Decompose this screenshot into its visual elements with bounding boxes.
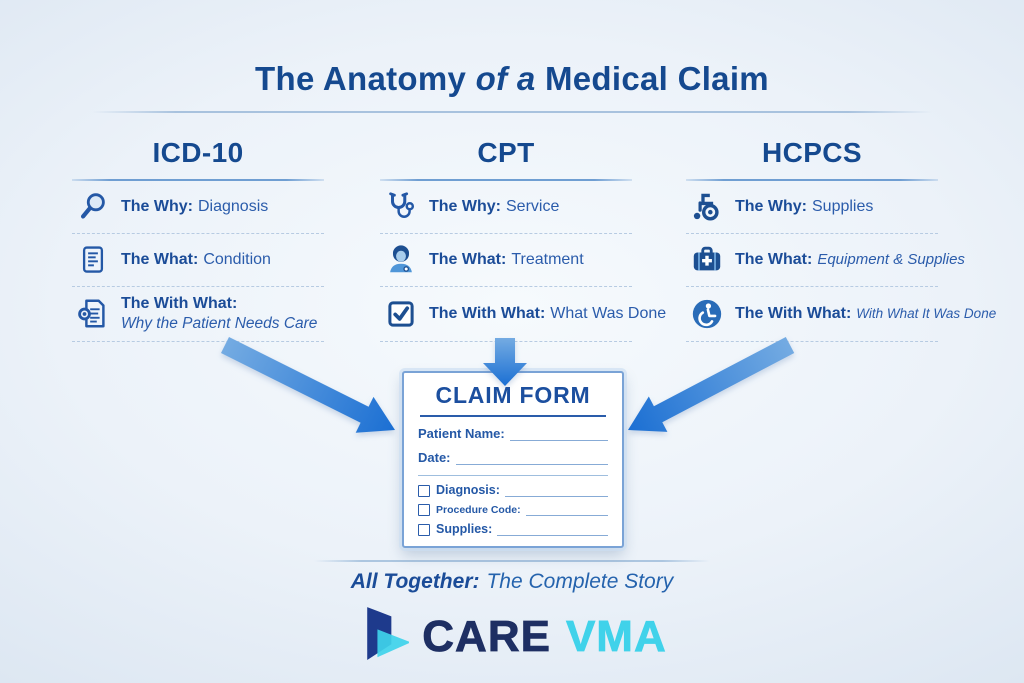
title-part3: Medical Claim — [544, 60, 769, 97]
cpt-row-why: The Why:Service — [380, 181, 632, 234]
row-text: The What:Equipment & Supplies — [735, 251, 965, 268]
column-cpt-header: CPT — [477, 137, 535, 168]
cpt-row-what: The What:Treatment — [380, 234, 632, 287]
magnifier-icon — [74, 190, 112, 224]
procedure-code-checkbox[interactable] — [418, 504, 430, 516]
hcpcs-row-why: The Why:Supplies — [686, 181, 938, 234]
claim-form-field-patient-name: Patient Name: — [418, 426, 608, 441]
title-divider — [92, 111, 932, 113]
footer-tagline: All Together: The Complete Story — [0, 570, 1024, 594]
hcpcs-row-what: The What:Equipment & Supplies — [686, 234, 965, 287]
title-part2: of a — [475, 60, 536, 97]
claim-form-field-date: Date: — [418, 450, 608, 465]
claim-form-checkbox-procedure-code: Procedure Code: — [418, 503, 608, 516]
supplies-input-line[interactable] — [497, 523, 608, 536]
column-hcpcs-header: HCPCS — [761, 137, 862, 168]
checkbox-label: Diagnosis: — [436, 483, 500, 497]
column-icd10-header: ICD-10 — [152, 137, 244, 168]
row-text: The What:Treatment — [429, 251, 584, 268]
row-text: The Why:Supplies — [735, 198, 874, 215]
nurse-icon — [382, 243, 420, 277]
diagnosis-input-line[interactable] — [504, 484, 608, 497]
column-cpt-divider — [380, 179, 632, 181]
date-input-line[interactable] — [455, 452, 608, 465]
row-text: The What:Condition — [121, 251, 271, 268]
wheelchair-icon — [688, 190, 726, 224]
diagnosis-checkbox[interactable] — [418, 485, 430, 497]
field-label: Date: — [418, 450, 451, 465]
checkbox-label: Supplies: — [436, 522, 493, 536]
arrow-hcpcs-to-form — [628, 337, 795, 432]
claim-form-section-divider — [418, 475, 608, 476]
row-text: The With What:With What It Was Done — [735, 305, 997, 322]
footer-value: The Complete Story — [486, 570, 674, 593]
care-vma-logo: CARE VMA — [0, 604, 1024, 669]
logo-word-vma: VMA — [565, 611, 667, 661]
arrow-icd10-to-form — [221, 337, 395, 433]
medical-bag-icon — [688, 243, 726, 277]
checkbox-check-icon — [382, 298, 420, 330]
column-hcpcs-divider — [686, 179, 938, 181]
field-label: Patient Name: — [418, 426, 505, 441]
logo-wordmark: CARE VMA — [422, 611, 667, 662]
column-hcpcs: HCPCS The Why:Supplies The What:Equipmen… — [686, 136, 996, 342]
row-text: The With What:Why the Patient Needs Care — [121, 295, 318, 332]
icd10-row-why: The Why:Diagnosis — [72, 181, 324, 234]
claim-form-checkbox-supplies: Supplies: — [418, 522, 608, 536]
care-vma-logo-mark-icon — [357, 604, 412, 669]
stethoscope-icon — [382, 190, 420, 224]
icd10-row-what: The What:Condition — [72, 234, 324, 287]
document-search-icon — [74, 297, 112, 331]
column-icd10-divider — [72, 179, 324, 181]
row-text: The With What:What Was Done — [429, 305, 667, 322]
patient-name-input-line[interactable] — [509, 428, 608, 441]
column-icd10: ICD-10 The Why:Diagnosis The What:Condit… — [72, 136, 324, 342]
accessibility-icon — [688, 297, 726, 331]
icd10-row-withwhat: The With What:Why the Patient Needs Care — [72, 287, 324, 342]
footer-label: All Together: — [350, 570, 480, 593]
claim-form-title-rule — [420, 415, 606, 417]
supplies-checkbox[interactable] — [418, 524, 430, 536]
document-lines-icon — [74, 244, 112, 276]
procedure-code-input-line[interactable] — [525, 503, 608, 516]
checkbox-label: Procedure Code: — [436, 504, 521, 516]
claim-form-checkbox-diagnosis: Diagnosis: — [418, 483, 608, 497]
claim-form-title: CLAIM FORM — [435, 382, 591, 408]
page-title: The Anatomy of a Medical Claim — [0, 60, 1024, 98]
row-text: The Why:Service — [429, 198, 560, 215]
claim-form-card: CLAIM FORM Patient Name: Date: Diagnosis… — [402, 371, 624, 548]
column-cpt: CPT The Why:Service The What:Treatment T… — [380, 136, 666, 342]
cpt-row-withwhat: The With What:What Was Done — [380, 287, 666, 342]
title-part1: The Anatomy — [255, 60, 467, 97]
logo-word-care: CARE — [422, 611, 551, 661]
footer-divider — [314, 560, 710, 562]
row-text: The Why:Diagnosis — [121, 198, 269, 215]
hcpcs-row-withwhat: The With What:With What It Was Done — [686, 287, 996, 342]
